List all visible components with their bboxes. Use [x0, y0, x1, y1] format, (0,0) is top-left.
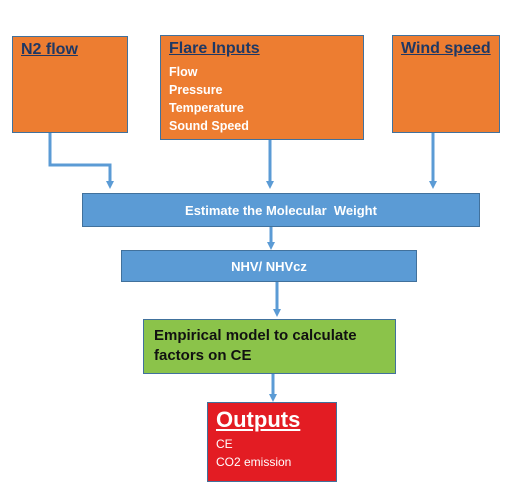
molecular-weight-label: Estimate the Molecular Weight — [185, 202, 377, 218]
nhv-box: NHV/ NHVcz — [121, 250, 417, 282]
output-item: CO2 emission — [216, 455, 292, 469]
flare-input-item: Pressure — [169, 83, 223, 97]
flare-inputs-title: Flare Inputs — [169, 40, 260, 57]
n2-flow-box: N2 flow — [12, 36, 128, 133]
empirical-model-label: Empirical model to calculate factors on … — [154, 327, 357, 364]
flare-input-item: Flow — [169, 65, 198, 79]
n2-flow-title: N2 flow — [21, 41, 78, 58]
outputs-box: Outputs CE CO2 emission — [207, 402, 337, 482]
flare-inputs-box: Flare Inputs Flow Pressure Temperature S… — [160, 35, 364, 140]
outputs-title: Outputs — [216, 407, 301, 432]
flare-inputs-list: Flow Pressure Temperature Sound Speed — [169, 63, 355, 135]
molecular-weight-box: Estimate the Molecular Weight — [82, 193, 480, 227]
flare-input-item: Temperature — [169, 101, 244, 115]
empirical-model-box: Empirical model to calculate factors on … — [143, 319, 396, 374]
wind-speed-title: Wind speed — [401, 40, 491, 57]
output-item: CE — [216, 437, 233, 451]
flare-input-item: Sound Speed — [169, 119, 249, 133]
nhv-label: NHV/ NHVcz — [231, 258, 307, 274]
wind-speed-box: Wind speed — [392, 35, 500, 133]
arrow-n2-to-mw — [48, 133, 114, 189]
